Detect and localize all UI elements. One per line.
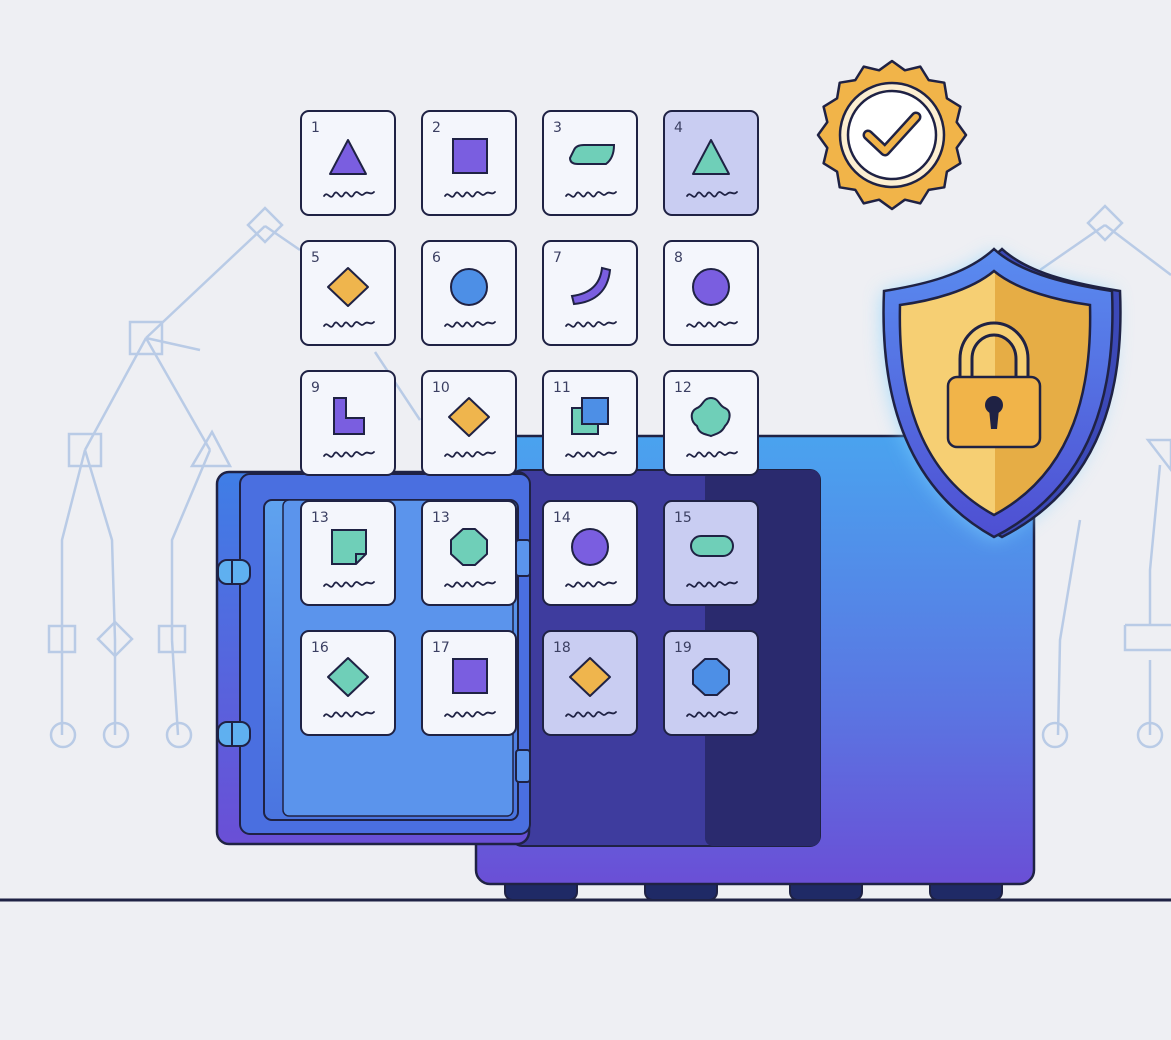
tile-number: 9 — [311, 380, 320, 396]
tile-7: 7 — [542, 240, 638, 346]
parallelogram-icon — [565, 144, 617, 198]
tile-number: 6 — [432, 250, 441, 266]
tile-1: 1 — [300, 110, 396, 216]
tile-13: 13 — [421, 500, 517, 606]
tile-19: 19 — [663, 630, 759, 736]
shield-lock-icon — [882, 247, 1122, 539]
square-icon — [444, 138, 496, 198]
triangle-icon — [686, 139, 738, 198]
tile-11: 11 — [542, 370, 638, 476]
tile-number: 19 — [674, 640, 692, 656]
circle-icon — [565, 528, 617, 588]
tile-number: 13 — [432, 510, 450, 526]
tile-number: 14 — [553, 510, 571, 526]
tile-number: 7 — [553, 250, 562, 266]
tile-number: 17 — [432, 640, 450, 656]
tile-number: 15 — [674, 510, 692, 526]
square-icon — [444, 658, 496, 718]
octagon-icon — [686, 658, 738, 718]
tile-5: 5 — [300, 240, 396, 346]
octagon-icon — [444, 528, 496, 588]
l-shape-icon — [323, 397, 375, 458]
tile-number: 10 — [432, 380, 450, 396]
diamond-icon — [565, 657, 617, 718]
tile-12: 12 — [663, 370, 759, 476]
tile-15: 15 — [663, 500, 759, 606]
diamond-icon — [323, 267, 375, 328]
blob-icon — [686, 396, 738, 458]
tile-8: 8 — [663, 240, 759, 346]
tile-number: 3 — [553, 120, 562, 136]
pill-icon — [686, 535, 738, 588]
tile-number: 5 — [311, 250, 320, 266]
circle-icon — [444, 268, 496, 328]
tile-number: 4 — [674, 120, 683, 136]
tile-14: 14 — [542, 500, 638, 606]
tile-number: 18 — [553, 640, 571, 656]
tile-4: 4 — [663, 110, 759, 216]
diamond-icon — [323, 657, 375, 718]
tile-number: 16 — [311, 640, 329, 656]
tile-9: 9 — [300, 370, 396, 476]
tile-18: 18 — [542, 630, 638, 736]
tile-number: 12 — [674, 380, 692, 396]
tile-number: 13 — [311, 510, 329, 526]
tile-17: 17 — [421, 630, 517, 736]
triangle-icon — [323, 139, 375, 198]
diamond-icon — [444, 397, 496, 458]
tile-3: 3 — [542, 110, 638, 216]
arc-icon — [565, 266, 617, 328]
tile-number: 11 — [553, 380, 571, 396]
tile-number: 1 — [311, 120, 320, 136]
circle-icon — [686, 268, 738, 328]
tile-2: 2 — [421, 110, 517, 216]
tile-13: 13 — [300, 500, 396, 606]
tile-6: 6 — [421, 240, 517, 346]
tile-number: 8 — [674, 250, 683, 266]
check-badge-icon — [816, 59, 968, 211]
stacked-icon — [565, 397, 617, 458]
folded-square-icon — [323, 529, 375, 588]
tile-16: 16 — [300, 630, 396, 736]
tile-10: 10 — [421, 370, 517, 476]
tile-number: 2 — [432, 120, 441, 136]
